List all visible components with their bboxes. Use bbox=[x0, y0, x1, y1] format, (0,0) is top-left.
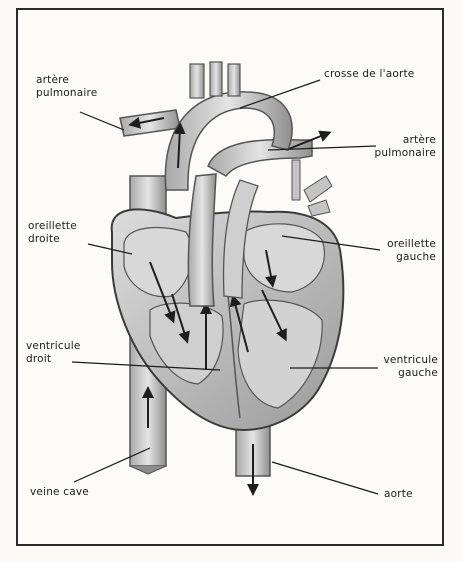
left-pulmonary-artery bbox=[120, 110, 180, 136]
label-arter-pulmonaire-left: artère pulmonaire bbox=[36, 74, 97, 100]
leader-aorte bbox=[272, 462, 378, 494]
label-ventricule-droit: ventricule droit bbox=[26, 340, 81, 366]
leader-arter-pulm-left bbox=[80, 112, 124, 130]
label-veine-cave: veine cave bbox=[30, 486, 89, 499]
label-arter-pulmonaire-right: artère pulmonaire bbox=[368, 134, 436, 160]
pulmonary-veins-right bbox=[292, 160, 332, 216]
label-oreillette-droite: oreillette droite bbox=[28, 220, 77, 246]
label-ventricule-gauche: ventricule gauche bbox=[366, 354, 438, 380]
label-crosse-aorte: crosse de l'aorte bbox=[324, 68, 414, 81]
label-aorte: aorte bbox=[384, 488, 413, 501]
label-oreillette-gauche: oreillette gauche bbox=[368, 238, 436, 264]
